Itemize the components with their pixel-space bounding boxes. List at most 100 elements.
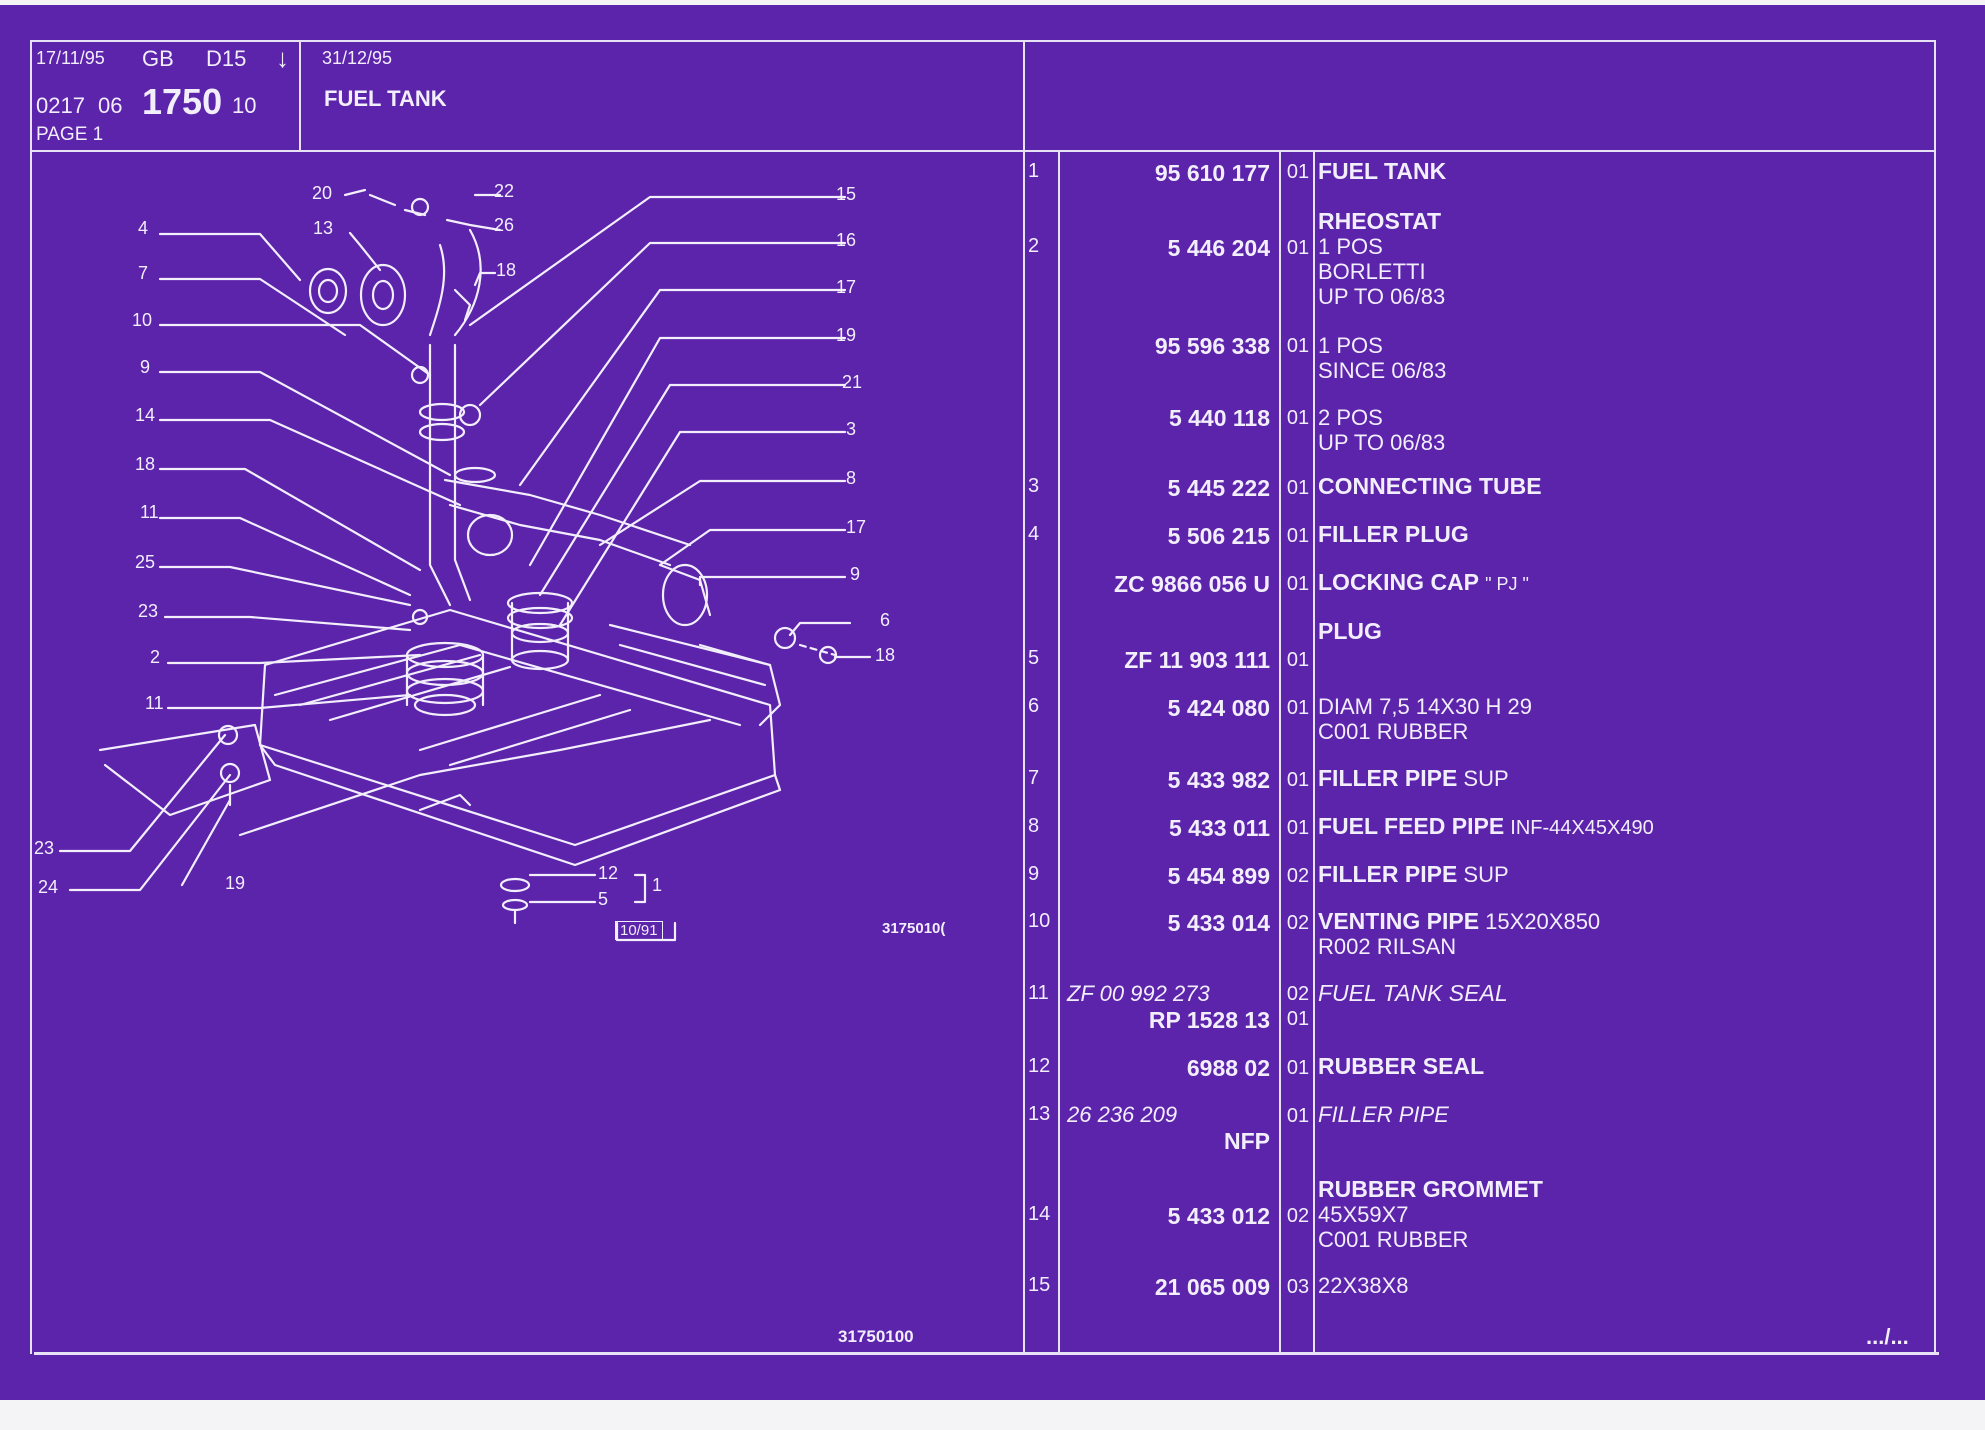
callout-14: 14 bbox=[135, 405, 156, 425]
down-arrow-icon: ↓ bbox=[276, 43, 289, 73]
part-desc-line: 2 POS bbox=[1318, 405, 1383, 430]
item-number: 14 bbox=[1028, 1203, 1051, 1225]
part-number-2: RP 1528 13 bbox=[1148, 1007, 1270, 1033]
item-number: 13 bbox=[1028, 1103, 1051, 1125]
part-desc: VENTING PIPE 15X20X850 R002 RILSAN bbox=[1318, 908, 1601, 960]
part-desc-line: 1 POS bbox=[1318, 333, 1383, 358]
part-desc-line: R002 RILSAN bbox=[1318, 934, 1457, 959]
part-desc: FILLER PIPE SUP bbox=[1318, 861, 1509, 888]
header-date2: 31/12/95 bbox=[322, 48, 393, 68]
frame-top bbox=[30, 40, 1935, 42]
item-number: 1 bbox=[1028, 160, 1040, 182]
part-desc: 2 POS UP TO 06/83 bbox=[1318, 405, 1445, 455]
callout-17b: 17 bbox=[846, 517, 867, 537]
part-desc: CONNECTING TUBE bbox=[1318, 474, 1542, 499]
part-qty: 01 bbox=[1286, 1105, 1310, 1127]
part-qty: 01 bbox=[1286, 697, 1310, 719]
part-desc-line: C001 RUBBER bbox=[1318, 719, 1469, 744]
part-qty: 02 bbox=[1286, 912, 1310, 934]
part-desc: FUEL FEED PIPE INF-44X45X490 bbox=[1318, 814, 1654, 841]
part-desc-line: 1 POS bbox=[1318, 234, 1383, 259]
part-qty-2: 01 bbox=[1286, 1008, 1310, 1030]
part-qty: 01 bbox=[1286, 769, 1310, 791]
part-title: FUEL TANK bbox=[1318, 158, 1447, 184]
header-ref-suffix: 10 bbox=[232, 93, 257, 118]
part-desc: 1 POS SINCE 06/83 bbox=[1318, 333, 1446, 383]
part-desc: 22X38X8 bbox=[1318, 1273, 1409, 1298]
part-desc: FILLER PIPE bbox=[1318, 1102, 1449, 1127]
part-number: 5 440 118 bbox=[1168, 405, 1270, 431]
part-title: FILLER PIPE bbox=[1318, 861, 1458, 887]
item-number: 15 bbox=[1028, 1274, 1051, 1296]
part-number: 5 446 204 bbox=[1167, 235, 1270, 261]
continued-marker: .../... bbox=[1866, 1324, 1909, 1349]
callout-20: 20 bbox=[312, 183, 333, 203]
part-desc: RHEOSTAT 1 POS BORLETTI UP TO 06/83 bbox=[1318, 209, 1445, 310]
part-suffix: 15X20X850 bbox=[1485, 909, 1601, 934]
part-number: ZC 9866 056 U bbox=[1114, 571, 1270, 597]
callout-6: 6 bbox=[880, 610, 891, 630]
callout-10: 10 bbox=[132, 310, 153, 330]
item-number: 6 bbox=[1028, 695, 1040, 717]
callout-1: 1 bbox=[652, 875, 663, 895]
part-number: 5 433 011 bbox=[1168, 815, 1270, 841]
part-title: RUBBER GROMMET bbox=[1318, 1176, 1543, 1202]
figure-id: 31750100 bbox=[838, 1327, 914, 1346]
callout-9: 9 bbox=[140, 357, 151, 377]
header-ref-group: 06 bbox=[98, 93, 123, 118]
part-qty: 01 bbox=[1286, 817, 1310, 839]
header-lang: GB bbox=[142, 46, 174, 71]
item-number: 4 bbox=[1028, 523, 1040, 545]
part-desc-line: UP TO 06/83 bbox=[1318, 430, 1446, 455]
header-code: D15 bbox=[206, 46, 247, 71]
part-desc: LOCKING CAP " PJ " bbox=[1318, 570, 1529, 597]
main-vline bbox=[1023, 40, 1025, 1354]
part-title: CONNECTING TUBE bbox=[1318, 473, 1542, 499]
fuel-tank-diagram bbox=[58, 188, 872, 942]
col-vline-qty-left bbox=[1279, 150, 1281, 1354]
col-vline-qty-right bbox=[1313, 150, 1315, 1354]
callout-23b: 23 bbox=[34, 838, 55, 858]
part-number: 5 454 899 bbox=[1167, 863, 1270, 889]
part-qty: 02 bbox=[1286, 983, 1310, 1005]
callout-13: 13 bbox=[313, 218, 334, 238]
header-divider bbox=[30, 150, 1935, 152]
part-title: FILLER PIPE bbox=[1318, 765, 1458, 791]
part-number: 5 424 080 bbox=[1167, 695, 1270, 721]
callout-8: 8 bbox=[846, 468, 857, 488]
header-ref-main: 1750 bbox=[142, 81, 223, 122]
part-desc: FILLER PIPE SUP bbox=[1318, 765, 1509, 792]
parts-sheet: 17/11/95 GB D15 ↓ 0217 06 1750 10 PAGE 1… bbox=[0, 5, 1985, 1400]
part-title: FILLER PLUG bbox=[1318, 521, 1469, 547]
part-desc-line: 22X38X8 bbox=[1318, 1273, 1409, 1298]
callout-7: 7 bbox=[138, 263, 149, 283]
part-desc: PLUG bbox=[1318, 619, 1382, 644]
page-title: FUEL TANK bbox=[324, 86, 447, 111]
col-vline-item bbox=[1058, 150, 1060, 1354]
part-desc-line: 45X59X7 bbox=[1318, 1202, 1409, 1227]
part-qty: 02 bbox=[1286, 865, 1310, 887]
part-qty: 01 bbox=[1286, 525, 1310, 547]
callout-5: 5 bbox=[598, 889, 609, 909]
callout-25: 25 bbox=[135, 552, 156, 572]
callout-18: 18 bbox=[135, 454, 156, 474]
part-desc: FILLER PLUG bbox=[1318, 522, 1469, 547]
part-number: 21 065 009 bbox=[1154, 1274, 1270, 1300]
callout-2: 2 bbox=[150, 647, 161, 667]
callout-12: 12 bbox=[598, 863, 619, 883]
callout-18r: 18 bbox=[496, 260, 517, 280]
part-qty: 01 bbox=[1286, 1057, 1310, 1079]
part-desc: FUEL TANK SEAL bbox=[1318, 981, 1508, 1006]
callout-4: 4 bbox=[138, 218, 149, 238]
part-qty: 01 bbox=[1286, 335, 1310, 357]
part-qty: 01 bbox=[1286, 161, 1310, 183]
part-title: FUEL TANK SEAL bbox=[1318, 980, 1508, 1006]
part-desc: FUEL TANK bbox=[1318, 159, 1446, 184]
part-number: 5 433 982 bbox=[1167, 767, 1270, 793]
item-number: 5 bbox=[1028, 647, 1040, 669]
part-desc: RUBBER SEAL bbox=[1318, 1054, 1484, 1079]
part-desc-line: C001 RUBBER bbox=[1318, 1227, 1469, 1252]
part-title: VENTING PIPE bbox=[1318, 908, 1480, 934]
item-number: 3 bbox=[1028, 475, 1040, 497]
item-number: 8 bbox=[1028, 815, 1040, 837]
